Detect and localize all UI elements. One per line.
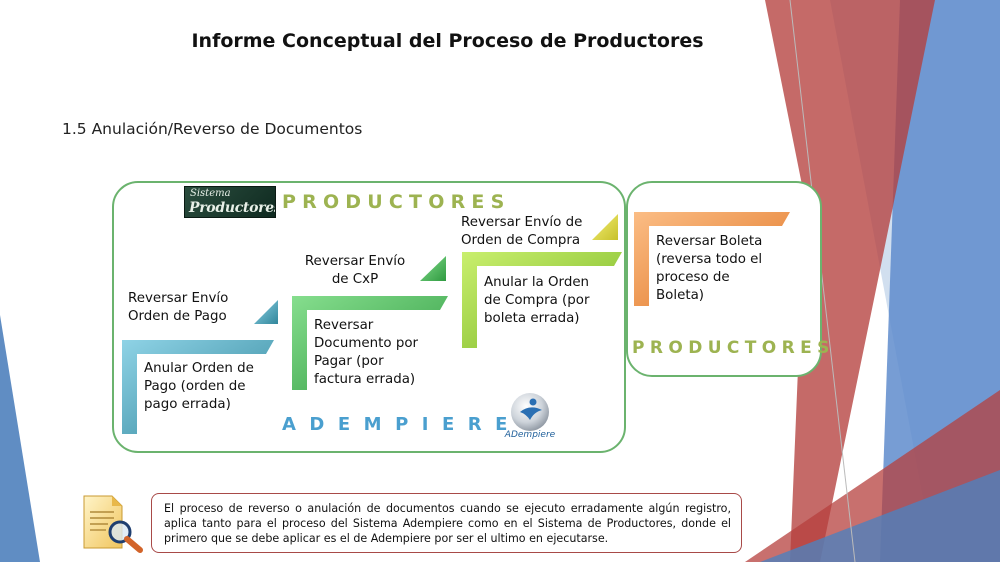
productores-group-label: PRODUCTORES [282,191,511,213]
step-3-reverse: Reversar Envío de Orden de Compra [461,215,583,248]
adempiere-group-label: ADEMPIERE [282,414,521,435]
step-3-arrow [592,214,618,240]
step-1-arrow [254,300,278,324]
step-4-action: Reversar Boleta (reversa todo el proceso… [656,234,763,303]
step-1-bracket [122,340,274,434]
document-search-icon [83,495,143,553]
boleta-group-label: PRODUCTORES [632,338,835,358]
adempiere-logo-caption: ADempiere [504,430,556,440]
step-3-bracket [462,252,622,348]
adempiere-logo: ADempiere [500,390,560,445]
step-3-action: Anular la Orden de Compra (por boleta er… [484,275,590,326]
slide-title: Informe Conceptual del Proceso de Produc… [191,30,704,52]
step-1-action: Anular Orden de Pago (orden de pago erra… [144,361,254,412]
step-2-reverse: Reversar Envío de CxP [304,254,406,287]
note-textbox: El proceso de reverso o anulación de doc… [151,493,742,553]
adempiere-logo-icon [511,393,549,431]
step-2-action: Reversar Documento por Pagar (por factur… [314,318,419,387]
logo-line-1: Sistema [190,188,231,199]
step-2-bracket [292,296,448,390]
section-heading: 1.5 Anulación/Reverso de Documentos [62,120,363,138]
step-4-bracket [634,212,790,306]
sistema-productores-logo: Sistema Productores [184,186,276,218]
logo-line-2: Productores [189,200,276,216]
step-2-arrow [420,256,446,281]
step-1-reverse: Reversar Envío Orden de Pago [128,291,229,324]
